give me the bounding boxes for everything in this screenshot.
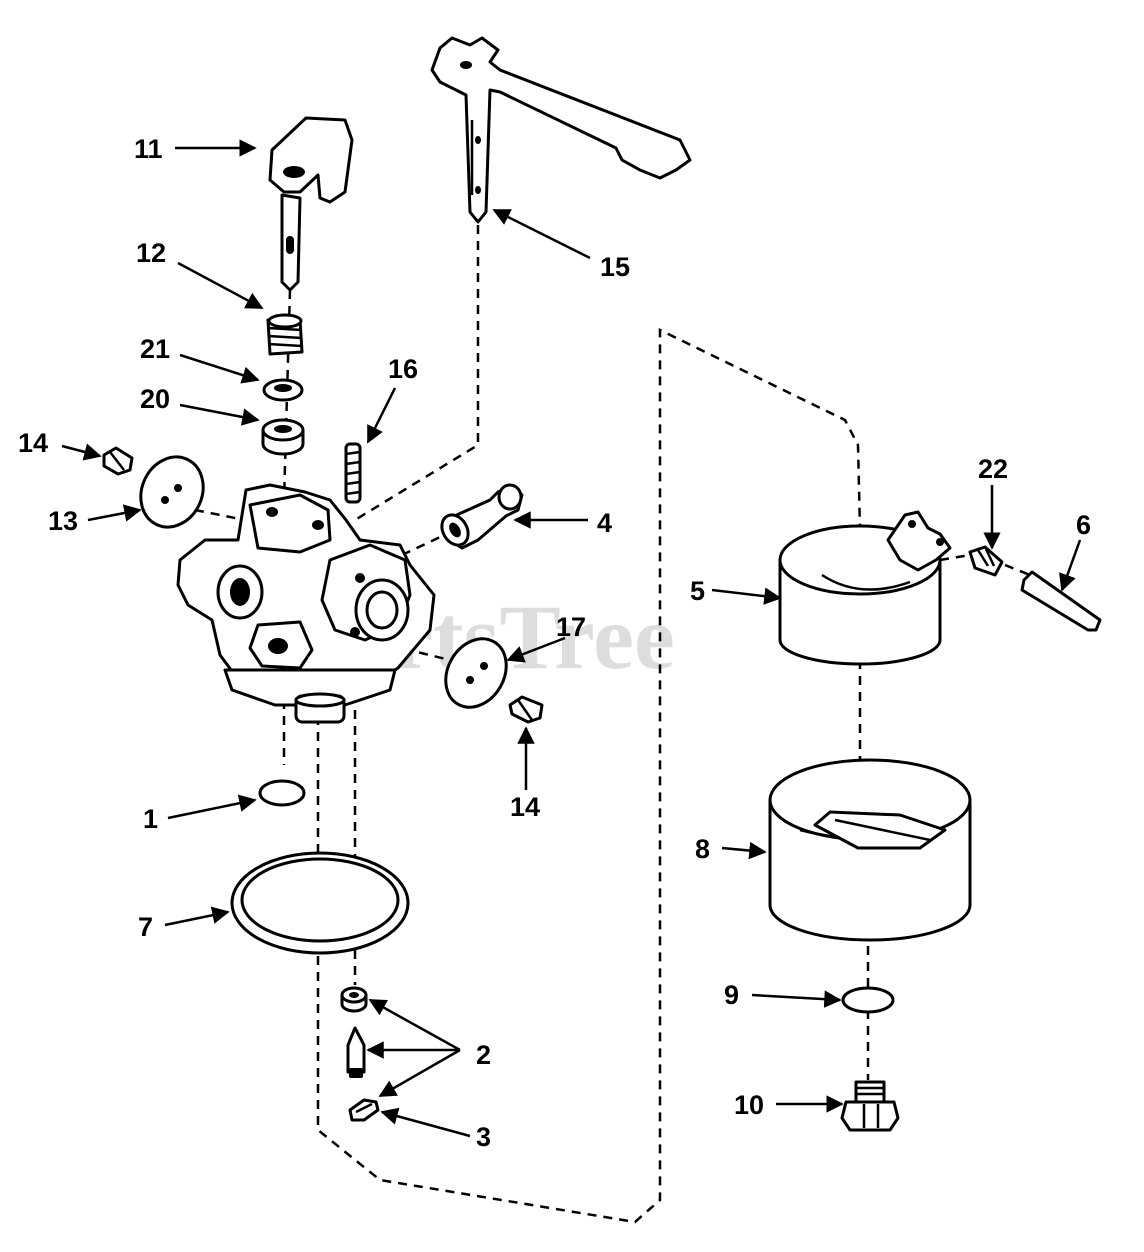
choke-lever-part — [268, 116, 354, 292]
callout-17: 17 — [556, 612, 586, 642]
callout-6: 6 — [1076, 510, 1091, 540]
carburetor-body-part — [176, 483, 436, 724]
callout-22: 22 — [978, 454, 1008, 484]
callout-3: 3 — [476, 1122, 491, 1152]
float-spring-part — [968, 545, 1004, 577]
float-pin-clip-part — [348, 1098, 380, 1122]
fitting-part — [440, 483, 524, 550]
idle-screw-part — [344, 442, 362, 504]
spring-part — [266, 313, 304, 356]
gasket-ring-part — [230, 851, 410, 955]
callout-14-left: 14 — [18, 428, 48, 458]
screw-14-left-part — [102, 446, 134, 476]
callout-11: 11 — [134, 134, 163, 164]
callout-8: 8 — [695, 834, 710, 864]
callout-4: 4 — [597, 508, 612, 538]
choke-plate-part — [444, 637, 508, 709]
welch-plug-part — [258, 779, 306, 807]
washer-20-part — [261, 418, 305, 456]
throttle-lever-part — [430, 36, 692, 224]
callout-5: 5 — [690, 576, 705, 606]
callout-1: 1 — [143, 804, 158, 834]
callout-labels: 11 12 21 20 14 13 16 15 4 17 14 1 7 2 3 … — [18, 134, 1091, 1152]
callout-2: 2 — [476, 1040, 491, 1070]
screw-14-right-part — [508, 695, 544, 724]
bowl-washer-part — [841, 986, 895, 1014]
callout-15: 15 — [600, 252, 630, 282]
throttle-plate-part — [139, 455, 205, 529]
leader-arrows — [61, 139, 1082, 1138]
callout-7: 7 — [138, 912, 153, 942]
float-part — [778, 510, 952, 666]
callout-20: 20 — [140, 384, 170, 414]
float-bowl-part — [768, 758, 972, 942]
washer-21-part — [262, 378, 304, 402]
callout-16: 16 — [388, 354, 418, 384]
bowl-nut-part — [840, 1080, 900, 1132]
callout-13: 13 — [48, 506, 78, 536]
float-shaft-part — [1020, 570, 1102, 632]
callout-14-right: 14 — [510, 792, 540, 822]
callout-21: 21 — [140, 334, 170, 364]
callout-10: 10 — [734, 1090, 764, 1120]
inlet-seat-part — [340, 986, 368, 1013]
callout-12: 12 — [136, 238, 166, 268]
inlet-needle-part — [346, 1026, 366, 1078]
callout-9: 9 — [724, 980, 739, 1010]
